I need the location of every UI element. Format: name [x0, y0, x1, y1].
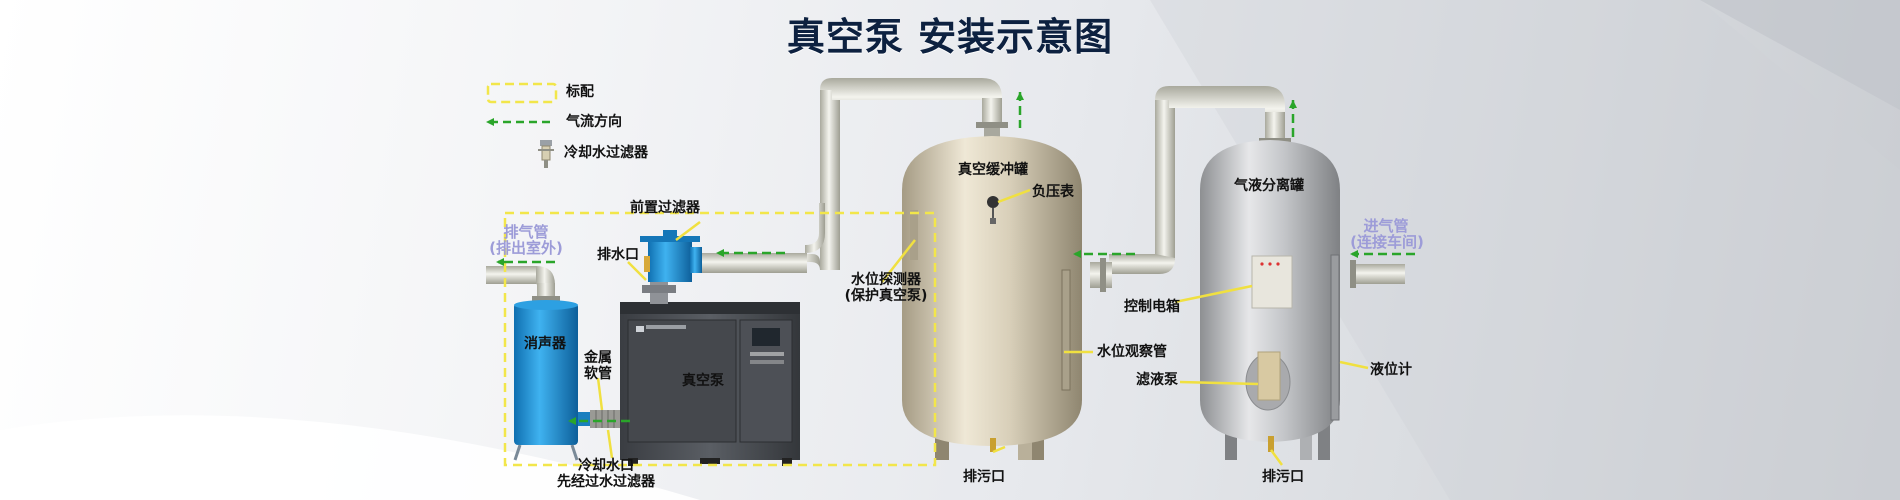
control-box-label: 控制电箱	[1124, 299, 1180, 315]
sewage-port-label-1: 排污口	[963, 469, 1005, 485]
dashed-box-icon	[486, 82, 558, 104]
vacuum-pump-label: 真空泵	[682, 373, 724, 389]
buffer-tank-label: 真空缓冲罐	[958, 162, 1028, 178]
muffler	[513, 300, 592, 461]
level-gauge-label: 液位计	[1370, 362, 1412, 378]
drain-port-label: 排水口	[597, 247, 639, 263]
page-title: 真空泵 安装示意图	[786, 15, 1114, 59]
filter-pump-label: 滤液泵	[1136, 372, 1178, 388]
legend-standard-label: 标配	[566, 84, 594, 100]
inlet-pipe-note: (连接车间)	[1350, 233, 1424, 251]
water-level-probe-note: (保护真空泵)	[844, 288, 928, 304]
front-filter	[640, 230, 702, 304]
callout-lines	[596, 188, 1369, 466]
pipe-separator-riser	[1155, 100, 1175, 260]
gas-liquid-separator-tank	[1200, 140, 1340, 460]
inlet-pipe-label: 进气管	[1363, 217, 1409, 235]
legend-icons	[486, 82, 558, 168]
legend-airflow-label: 气流方向	[566, 114, 622, 130]
water-filter-icon	[538, 140, 554, 168]
sewage-port-label-2: 排污口	[1262, 469, 1304, 485]
water-level-probe-label: 水位探测器	[851, 272, 921, 288]
cooling-water-label-2: 先经过水过滤器	[557, 474, 655, 490]
exhaust-pipe-label: 排气管	[503, 223, 549, 241]
pipe-filter-to-buffer	[695, 253, 807, 273]
inlet-pipe	[1350, 264, 1405, 284]
vacuum-gauge-label: 负压表	[1032, 184, 1074, 200]
separator-tank-label: 气液分离罐	[1234, 178, 1304, 194]
cooling-water-label-1: 冷却水口	[578, 458, 634, 474]
metal-hose-label-2: 软管	[584, 366, 612, 382]
vacuum-buffer-tank	[902, 136, 1082, 460]
standard-config-boundary	[503, 211, 937, 467]
metal-hose-label-1: 金属	[584, 350, 612, 366]
vacuum-pump-body	[620, 302, 800, 466]
muffler-label: 消声器	[524, 336, 566, 352]
exhaust-pipe-horizontal	[486, 266, 536, 284]
legend-filter-label: 冷却水过滤器	[564, 145, 648, 161]
sight-tube-label: 水位观察管	[1097, 344, 1167, 360]
front-filter-label: 前置过滤器	[630, 200, 700, 216]
exhaust-pipe-note: (排出室外)	[489, 239, 563, 257]
